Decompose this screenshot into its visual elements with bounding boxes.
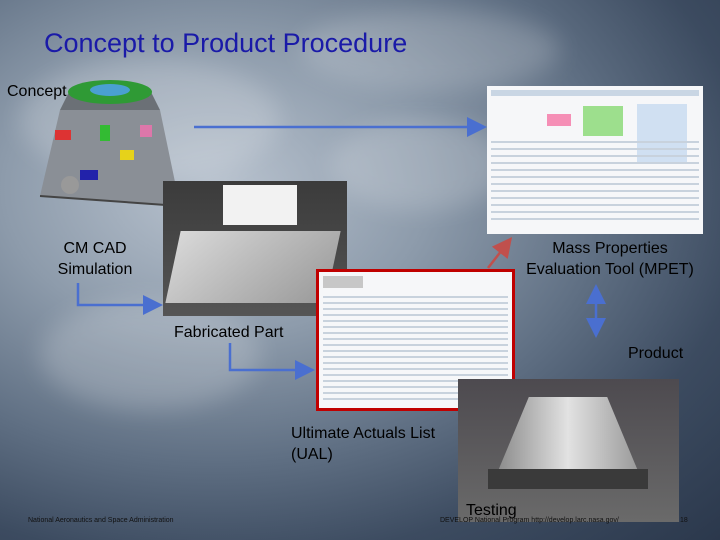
- background-cloud: [300, 10, 560, 90]
- product-photo: [458, 379, 679, 522]
- mpet-spreadsheet-image: [487, 86, 703, 234]
- slide-title: Concept to Product Procedure: [44, 28, 408, 58]
- footer-develop: DEVELOP National Program http://develop.…: [440, 517, 619, 524]
- label-cm-cad: CM CAD Simulation: [40, 238, 150, 280]
- label-mpet-line2: Evaluation Tool (MPET): [526, 261, 694, 278]
- arrow-fabricated-to-ual: [228, 343, 315, 380]
- footer-nasa: National Aeronautics and Space Administr…: [28, 517, 174, 524]
- label-product: Product: [628, 345, 684, 362]
- label-ual-line1: Ultimate Actuals List: [291, 425, 436, 442]
- arrow-ual-to-mpet: [487, 237, 513, 269]
- background-cloud: [40, 300, 260, 410]
- page-number: 18: [680, 517, 688, 524]
- arrow-cad-to-fabricated: [76, 283, 163, 315]
- label-ual: Ultimate Actuals List (UAL): [291, 423, 435, 465]
- label-cm-cad-line2: Simulation: [57, 261, 133, 278]
- label-mpet-line1: Mass Properties: [552, 240, 668, 257]
- label-fabricated-part: Fabricated Part: [174, 324, 284, 341]
- label-cm-cad-line1: CM CAD: [63, 240, 127, 257]
- label-testing: Testing: [466, 502, 517, 519]
- label-ual-line2: (UAL): [291, 446, 333, 463]
- label-mpet: Mass Properties Evaluation Tool (MPET): [505, 238, 715, 280]
- label-concept: Concept: [7, 83, 67, 100]
